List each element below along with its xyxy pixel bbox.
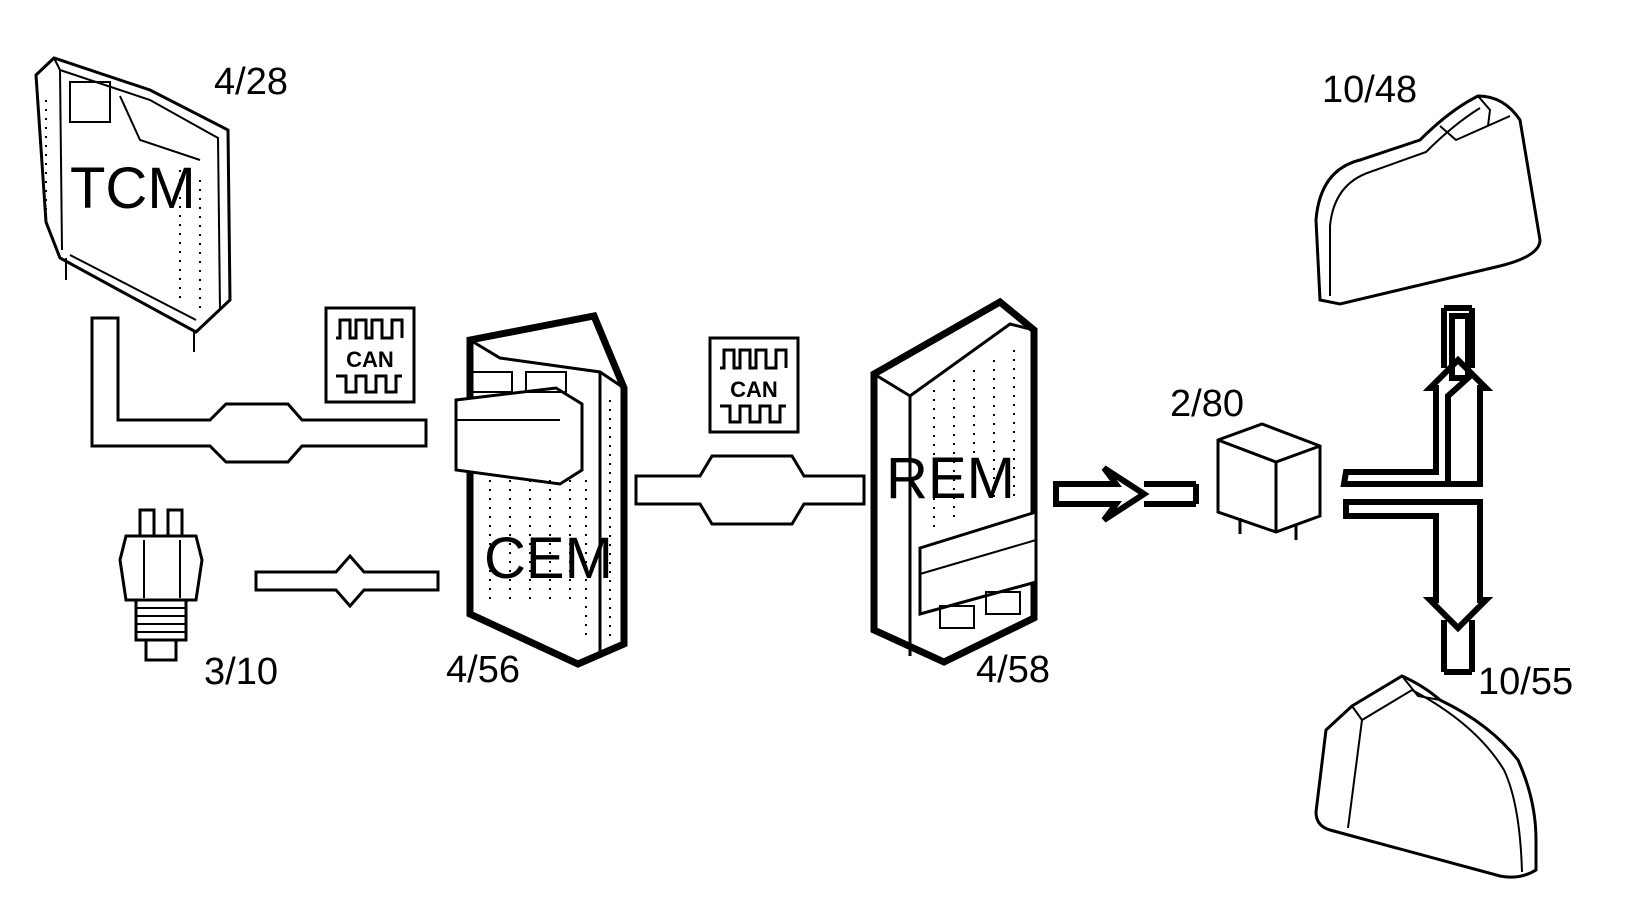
can-badge-2-label: CAN: [730, 377, 778, 402]
lamp-lower-ref: 10/55: [1478, 661, 1573, 703]
tcm-cem-can-line: [90, 316, 428, 464]
lamp-lower: 10/55: [1314, 661, 1573, 879]
can-badge-1-label: CAN: [346, 347, 394, 372]
rem-to-relay-arrow: [1053, 465, 1199, 523]
cem-module: CEM 4/56: [446, 312, 628, 691]
relay-ref: 2/80: [1170, 383, 1244, 425]
pressure-switch-ref: 3/10: [204, 651, 278, 693]
cem-label: CEM: [484, 526, 613, 591]
lamp-upper: 10/48: [1314, 69, 1542, 306]
relay: 2/80: [1170, 383, 1322, 540]
tcm-label: TCM: [70, 156, 196, 221]
rem-module: REM 4/58: [870, 297, 1050, 691]
rem-label: REM: [886, 446, 1015, 511]
rem-ref: 4/58: [976, 649, 1050, 691]
can-badge-2: CAN: [708, 336, 800, 434]
lamp-upper-ref: 10/48: [1322, 69, 1417, 111]
pressure-switch: 3/10: [118, 508, 278, 693]
cem-rem-can-line: [634, 454, 866, 526]
switch-to-cem-arrow: [254, 553, 440, 609]
can-badge-1: CAN: [324, 306, 416, 404]
tcm-ref: 4/28: [214, 61, 288, 103]
tcm-module: TCM 4/28: [34, 56, 288, 352]
cem-ref: 4/56: [446, 649, 520, 691]
relay-to-lamps-arrow: [1340, 305, 1494, 675]
